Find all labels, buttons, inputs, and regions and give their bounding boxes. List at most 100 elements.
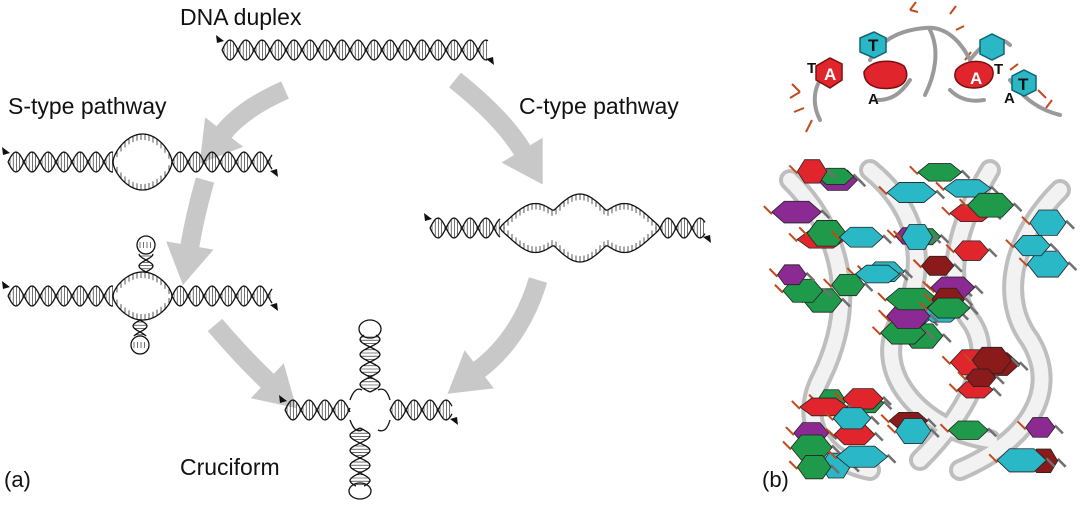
nucleotide-base — [796, 455, 832, 480]
sugar-stick — [1053, 424, 1064, 435]
phosphate-stick — [1016, 420, 1027, 431]
phosphate-stick — [918, 301, 929, 311]
nucleotide-base — [953, 240, 990, 261]
dna-duplex — [216, 35, 494, 65]
junction-structure — [763, 159, 1078, 481]
phosphate-stick — [877, 292, 887, 302]
pathway-diagram — [2, 35, 711, 500]
sugar-stick — [926, 417, 937, 428]
nucleotide-base — [965, 368, 997, 388]
phosphate-stick — [880, 414, 890, 424]
sugar-stick — [960, 169, 971, 180]
sugar-stick — [831, 444, 841, 455]
nucleotide-base — [831, 273, 865, 297]
sugar-stick — [941, 333, 952, 343]
phosphate-stick — [1018, 257, 1029, 267]
phosphate-stick — [988, 453, 998, 464]
nucleotide-base — [1025, 417, 1056, 438]
phosphate-stick — [788, 164, 799, 175]
nucleotide-base — [790, 434, 833, 461]
phosphate-stick — [782, 440, 792, 451]
phosphate-stick — [963, 353, 973, 363]
nucleotide-base — [776, 264, 807, 286]
sugar-stick — [830, 464, 840, 475]
dna-structures — [2, 35, 711, 500]
s-type-pathway-label: S-type pathway — [8, 93, 167, 119]
base-label-a3: A — [970, 69, 982, 88]
nucleotide-base — [799, 397, 849, 417]
sugar-stick — [1018, 361, 1029, 371]
phosphate-stick — [957, 371, 967, 381]
phosphate-stick — [824, 411, 834, 422]
sugar-stick — [898, 271, 909, 281]
sugar-stick — [987, 247, 998, 258]
sugar-stick — [1065, 219, 1075, 230]
sugar-stick — [1049, 242, 1060, 253]
nucleotide-base — [854, 264, 901, 284]
sugar-stick — [973, 284, 984, 295]
phosphate-stick — [958, 198, 969, 208]
sugar-stick — [869, 415, 880, 426]
sugar-stick — [1056, 457, 1067, 468]
phosphate-stick — [912, 259, 923, 269]
phosphate-stick — [768, 268, 779, 278]
sugar-stick — [825, 168, 836, 179]
phosphate-stick — [886, 424, 897, 434]
base-label-a4: A — [1004, 90, 1015, 107]
sugar-stick — [987, 427, 997, 438]
sugar-stick — [1067, 261, 1078, 271]
arrow-s-type-step — [166, 177, 215, 285]
panel-b-label: (b) — [762, 467, 789, 492]
phosphate-stick — [825, 427, 835, 438]
cruciform — [279, 319, 458, 500]
phosphate-stick — [939, 423, 950, 433]
nucleotide-base — [996, 448, 1047, 473]
panel-b: T A T A A T A T — [760, 0, 1089, 500]
phosphate-stick — [798, 226, 808, 236]
phosphate-stick — [923, 292, 933, 303]
sugar-stick — [820, 209, 831, 219]
sugar-stick — [1045, 457, 1056, 468]
phosphate-stick — [878, 309, 888, 319]
phosphate-stick — [886, 229, 897, 239]
phosphate-stick — [935, 181, 945, 192]
phosphate-stick — [948, 383, 959, 393]
junction-bases — [763, 159, 1078, 480]
nucleotide-base — [895, 418, 932, 444]
sugar-stick — [924, 329, 935, 340]
nucleotide-base — [917, 163, 963, 182]
thymine-base-3 — [1011, 69, 1037, 97]
sugar-stick — [852, 173, 863, 184]
phosphate-stick — [941, 355, 952, 366]
nucleotide-base — [835, 445, 889, 468]
sugar-stick — [841, 297, 851, 308]
nucleotide-base — [886, 182, 937, 203]
sugar-stick — [939, 233, 950, 244]
phosphate-stick — [878, 185, 888, 196]
sugar-stick — [882, 400, 893, 411]
nucleotide-base — [771, 200, 822, 224]
c-type-pathway-label: C-type pathway — [519, 93, 679, 119]
nucleotide-base — [920, 255, 955, 276]
nucleotide-base — [967, 192, 1015, 218]
nucleotide-base — [1013, 235, 1051, 257]
phosphate-stick — [1005, 238, 1015, 249]
sugar-stick — [886, 453, 897, 464]
nucleotide-base — [796, 159, 828, 184]
sugar-stick — [1010, 357, 1021, 368]
sugar-stick — [873, 431, 884, 442]
sugar-stick — [903, 268, 914, 279]
base-label-a2: A — [868, 91, 879, 108]
nucleotide-base — [947, 420, 989, 440]
dna-duplex-label: DNA duplex — [180, 4, 302, 30]
phosphate-stick — [941, 206, 951, 216]
nucleotide-base — [926, 297, 971, 319]
molecular-model: T A T A A T A T — [763, 1, 1078, 481]
phosphate-stick — [892, 230, 903, 240]
phosphate-stick — [909, 165, 919, 176]
s-type-intermediate-2 — [2, 235, 278, 355]
panel-a-label: (a) — [4, 467, 31, 492]
base-label-t4: T — [1018, 75, 1029, 94]
phosphate-stick — [830, 230, 841, 240]
